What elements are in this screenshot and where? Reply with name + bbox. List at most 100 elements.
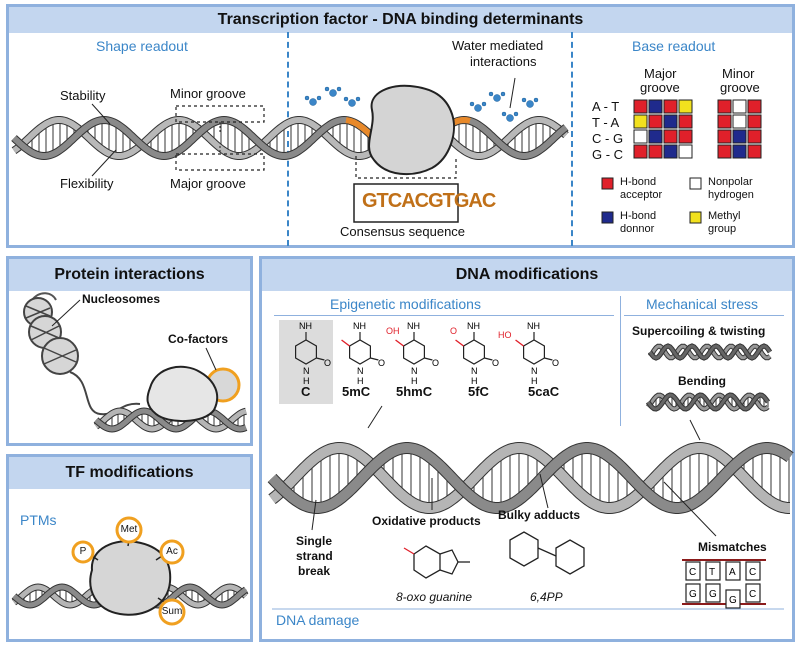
mechanical-label: Mechanical stress — [646, 296, 759, 312]
mechanical-divider — [620, 296, 621, 426]
legend-donor-swatch — [601, 211, 614, 224]
base-5mc: 5mC — [342, 384, 371, 399]
ptm-ac: Ac — [166, 546, 178, 557]
svg-text:N: N — [303, 366, 310, 376]
svg-text:N: N — [531, 366, 538, 376]
pp-structure — [509, 531, 585, 575]
consensus-bracket — [355, 156, 457, 179]
epigenetic-underline — [274, 315, 614, 316]
pair-cg: C - G — [592, 131, 624, 146]
svg-text:N: N — [411, 366, 418, 376]
water-label-line1: Water mediated — [452, 38, 544, 53]
legend-nonpolar-swatch — [689, 177, 702, 190]
ssb-label-1: Single — [296, 534, 333, 548]
tf-modifications-panel: TF modifications — [6, 454, 253, 642]
minor-groove-col-2: groove — [720, 80, 760, 95]
major-groove-col-1: Major — [644, 66, 677, 81]
legend-nonpolar-2: hydrogen — [708, 189, 754, 201]
svg-text:H: H — [531, 376, 538, 386]
ptm-sum: Sum — [161, 606, 183, 617]
consensus-motif: GTCACGTGAC — [362, 190, 496, 212]
ssb-label-2: strand — [296, 549, 333, 563]
water-molecules — [304, 86, 539, 122]
tf-protein-blob — [368, 84, 455, 176]
svg-text:NH: NH — [467, 321, 480, 331]
legend-methyl-2: group — [708, 223, 737, 235]
ptm-met: Met — [120, 524, 138, 535]
legend-acceptor-2: acceptor — [620, 189, 663, 201]
ptm-p-circle — [71, 540, 95, 564]
ptm-p: P — [79, 546, 87, 557]
consensus-label: Consensus sequence — [340, 224, 466, 239]
ptm-ac-circle — [159, 539, 185, 565]
dna-damage-label: DNA damage — [276, 612, 360, 628]
svg-text:NH: NH — [353, 321, 366, 331]
major-groove-box — [175, 153, 265, 171]
svg-text:C: C — [749, 589, 756, 600]
divider-right — [571, 32, 573, 246]
protein-interactions-title: Protein interactions — [9, 259, 250, 291]
svg-text:NH: NH — [299, 321, 312, 331]
pair-at: A - T — [592, 99, 620, 114]
minor-groove-col-1: Minor — [722, 66, 755, 81]
ptms-label: PTMs — [20, 512, 57, 528]
divider-left — [287, 32, 289, 246]
svg-text:G: G — [709, 589, 717, 600]
mechanical-underline — [624, 315, 784, 316]
stability-label: Stability — [60, 88, 106, 103]
legend-acceptor-1: H-bond — [620, 176, 657, 188]
svg-text:O: O — [492, 358, 499, 368]
tf-protein-ptm — [89, 540, 172, 616]
epigenetic-label: Epigenetic modifications — [330, 296, 481, 312]
oxidative-label: Oxidative products — [372, 514, 481, 528]
nucleosomes-label: Nucleosomes — [82, 292, 161, 306]
pp-label: 6,4PP — [530, 590, 563, 604]
svg-text:N: N — [471, 366, 478, 376]
base-5cac: 5caC — [528, 384, 560, 399]
svg-text:T: T — [709, 567, 715, 578]
svg-text:H: H — [471, 376, 478, 386]
major-groove-label: Major groove — [170, 176, 246, 191]
svg-text:O: O — [324, 358, 331, 368]
shape-readout-label: Shape readout — [96, 38, 188, 54]
bending-label: Bending — [678, 374, 726, 388]
mismatches-label: Mismatches — [698, 540, 767, 554]
major-groove-col-2: groove — [640, 80, 680, 95]
svg-text:C: C — [689, 567, 696, 578]
base-5hmc: 5hmC — [396, 384, 433, 399]
consensus-logo-box — [353, 183, 459, 223]
legend-donor-2: donnor — [620, 223, 655, 235]
svg-text:NH: NH — [527, 321, 540, 331]
svg-text:O: O — [552, 358, 559, 368]
bulky-label: Bulky adducts — [498, 508, 581, 522]
water-label-line2: interactions — [470, 54, 537, 69]
dna-modifications-title: DNA modifications — [262, 259, 792, 291]
svg-text:OH: OH — [386, 326, 400, 336]
legend-donor-1: H-bond — [620, 210, 657, 222]
svg-text:C: C — [749, 567, 756, 578]
supercoiling-label: Supercoiling & twisting — [632, 324, 766, 338]
nucleosome-3 — [41, 337, 79, 375]
base-c: C — [301, 384, 311, 399]
svg-text:O: O — [432, 358, 439, 368]
svg-text:HO: HO — [498, 330, 512, 340]
svg-text:A: A — [729, 567, 736, 578]
svg-text:NH: NH — [407, 321, 420, 331]
svg-text:G: G — [689, 589, 697, 600]
svg-text:H: H — [411, 376, 418, 386]
ptm-met-circle — [115, 516, 143, 544]
minor-groove-box — [175, 105, 265, 123]
legend-nonpolar-1: Nonpolar — [708, 176, 753, 188]
svg-text:H: H — [303, 376, 310, 386]
pair-ta: T - A — [592, 115, 620, 130]
tf-modifications-title: TF modifications — [9, 457, 250, 489]
cofactors-label: Co-factors — [168, 332, 229, 346]
binding-determinants-title: Transcription factor - DNA binding deter… — [9, 7, 792, 33]
base-5fc: 5fC — [468, 384, 489, 399]
svg-text:O: O — [378, 358, 385, 368]
